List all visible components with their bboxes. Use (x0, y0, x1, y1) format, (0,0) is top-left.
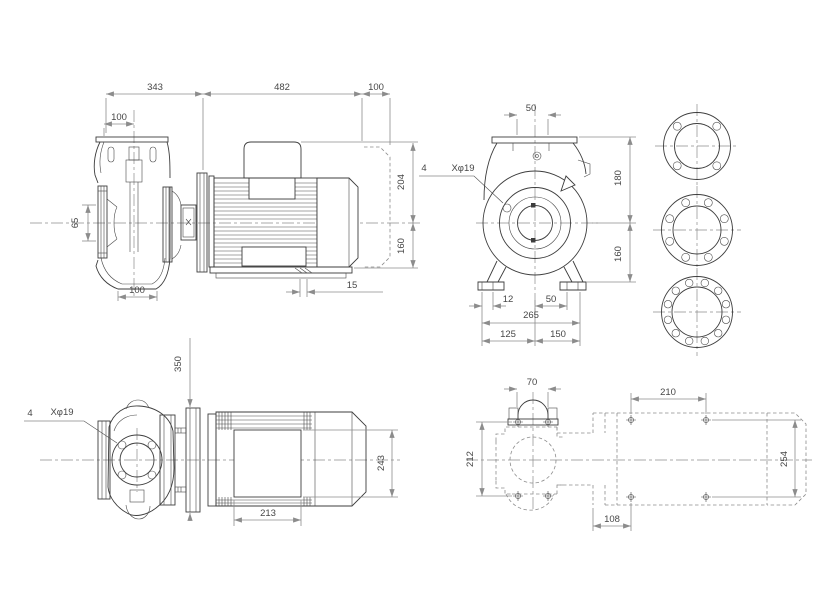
flange-8-hole (653, 186, 741, 274)
leader-target-hole (117, 440, 127, 450)
side-base-width-dim: 100 (129, 285, 145, 296)
front-span-left-dim: 125 (500, 329, 516, 340)
motor-end-cap (316, 177, 359, 268)
front-span-right-dim: 150 (550, 329, 566, 340)
plan-flange-height-dim: 350 (173, 356, 184, 372)
footprint-port-width-dim: 70 (527, 377, 538, 388)
motor-side (196, 141, 391, 279)
bolt-marker (513, 417, 523, 427)
side-pump-length-dim: 343 (147, 82, 163, 93)
motor-base (209, 266, 353, 274)
keyway-mark-top (531, 203, 536, 208)
front-slot-width-dim: 12 (503, 294, 514, 305)
motor-plan (185, 407, 367, 513)
side-motor-length-dim: 482 (274, 82, 290, 93)
front-foot-span-dim: 265 (523, 310, 539, 321)
bolt-marker (543, 417, 553, 427)
plan-motor-width-dim: 243 (376, 455, 387, 471)
footprint-front-pitch-dim: 212 (465, 451, 476, 467)
plan-holes-qty: 4 (27, 408, 32, 419)
side-flange-width-dim: 100 (111, 112, 127, 123)
plan-motor-length-dim: 213 (260, 508, 276, 519)
front-holes-spec: Xφ19 (451, 163, 474, 174)
plan-view: 350 243 213 4 Xφ19 (24, 338, 400, 526)
bolt-marker (626, 415, 636, 425)
side-foot-offset-dim: 15 (347, 280, 358, 291)
footprint-view: 70 210 212 254 108 (465, 377, 812, 531)
terminal-box-neck (248, 177, 296, 200)
flange-4-hole (655, 104, 739, 188)
front-slot-offset-dim: 50 (546, 294, 557, 305)
terminal-box (243, 141, 302, 179)
leader-line (24, 420, 118, 444)
shaft-removal-outline (364, 146, 391, 268)
front-holes-qty: 4 (421, 163, 426, 174)
side-shaft-removal-dim: 100 (368, 82, 384, 93)
casing-legs (486, 260, 584, 283)
motor-core-block (233, 429, 302, 498)
front-view: 50 4 Xφ19 (419, 103, 636, 346)
side-height-below-dim: 160 (396, 238, 407, 254)
baseplate-outline (495, 412, 807, 511)
bolt-marker (543, 491, 553, 501)
vent-plug (532, 151, 542, 161)
footprint-rear-pitch-dim: 254 (779, 451, 790, 467)
motor-nameplate (241, 246, 307, 267)
keyway-mark-bottom (531, 238, 536, 243)
flange-views (653, 104, 741, 356)
leader-line (419, 175, 504, 204)
bolt-marker (701, 415, 711, 425)
pump-casing-plan (97, 399, 187, 520)
bolt-marker (626, 492, 636, 502)
pump-casing-side (93, 136, 197, 290)
bolt-marker (513, 491, 523, 501)
side-height-above-dim: 204 (396, 174, 407, 190)
footprint-bolt-offset-dim: 108 (604, 514, 620, 525)
plan-holes-spec: Xφ19 (50, 407, 73, 418)
anchor-bolt-markers (513, 415, 711, 502)
front-height-below-dim: 160 (613, 246, 624, 262)
footprint-bolt-length-dim: 210 (660, 387, 676, 398)
side-suction-dim: 65 (70, 218, 81, 229)
flange-bolt-hole (502, 203, 512, 213)
casing-feet (477, 281, 587, 291)
side-view: 343 482 100 100 65 204 160 15 100 (30, 82, 420, 301)
front-height-above-dim: 180 (613, 170, 624, 186)
front-port-width-dim: 50 (526, 103, 537, 114)
flange-12-hole (653, 268, 741, 356)
pump-casing-front (477, 136, 591, 291)
rotation-arrow-icon (560, 175, 576, 192)
bolt-marker (701, 492, 711, 502)
